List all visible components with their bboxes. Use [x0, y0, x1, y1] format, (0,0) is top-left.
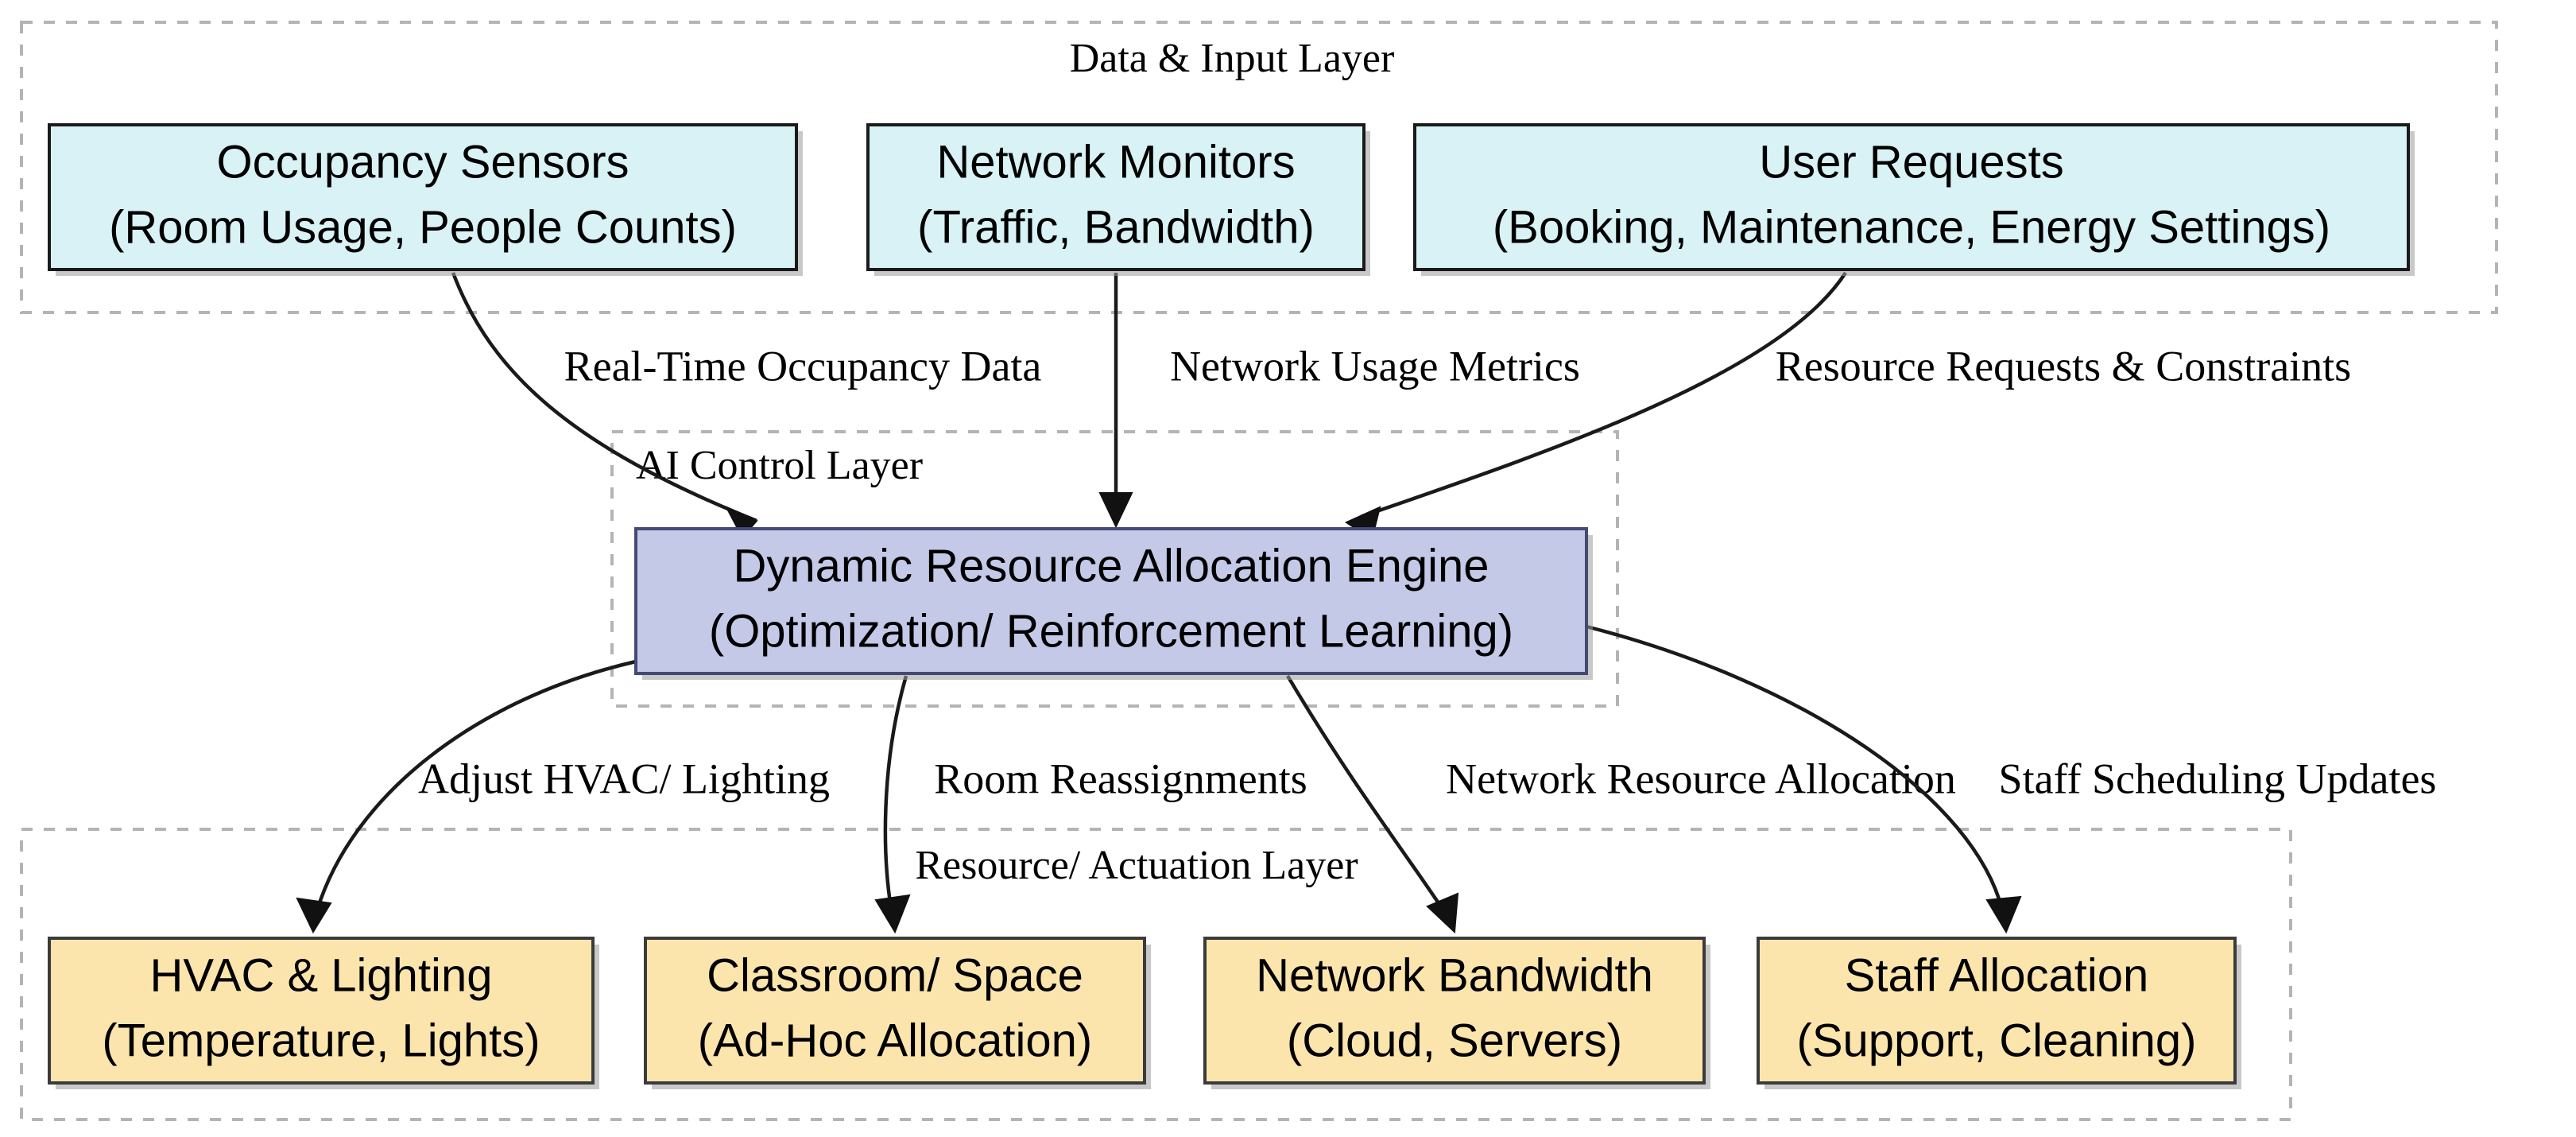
edge-network-monitors-to-engine: Network Usage Metrics [1098, 273, 1580, 529]
node-hvac-lighting-line1: HVAC & Lighting [150, 949, 493, 1001]
node-classroom-space-rect[interactable] [644, 937, 1146, 1085]
edge-user-requests-to-engine-path [1360, 271, 1847, 519]
edge-engine-to-classroom-arrowhead [874, 894, 911, 934]
edge-engine-to-staff-label: Staff Scheduling Updates [1999, 755, 2437, 802]
edges-group: Real-Time Occupancy Data Network Usage M… [296, 271, 2437, 934]
node-network-bandwidth-rect[interactable] [1203, 937, 1706, 1085]
edge-engine-to-hvac-arrowhead [296, 897, 332, 934]
node-occupancy-sensors-rect[interactable] [48, 123, 798, 271]
edge-engine-to-hvac-label: Adjust HVAC/ Lighting [418, 755, 830, 802]
node-network-bandwidth[interactable]: Network Bandwidth (Cloud, Servers) [1203, 937, 1710, 1089]
edge-engine-to-staff-arrowhead [1985, 895, 2022, 934]
node-occupancy-sensors-line1: Occupancy Sensors [216, 136, 629, 188]
edge-occupancy-to-engine-label: Real-Time Occupancy Data [564, 342, 1042, 390]
node-classroom-space[interactable]: Classroom/ Space (Ad-Hoc Allocation) [644, 937, 1151, 1089]
node-network-bandwidth-line1: Network Bandwidth [1256, 949, 1653, 1001]
cluster-resource-actuation-border [20, 828, 2292, 1121]
edge-occupancy-to-engine-path [451, 272, 757, 523]
node-staff-allocation-rect[interactable] [1757, 937, 2237, 1085]
node-dynamic-resource-allocation-engine[interactable]: Dynamic Resource Allocation Engine (Opti… [634, 527, 1593, 680]
edge-engine-to-hvac-path [314, 659, 637, 914]
cluster-ai-control-label: AI Control Layer [636, 443, 923, 488]
node-user-requests-line1: User Requests [1759, 136, 2064, 188]
edge-engine-to-network-bandwidth: Network Resource Allocation [1286, 674, 1956, 934]
node-engine-rect[interactable] [634, 527, 1588, 675]
node-staff-allocation-line2: (Support, Cleaning) [1797, 1015, 2197, 1066]
node-engine-line1: Dynamic Resource Allocation Engine [733, 540, 1489, 592]
node-network-monitors-rect[interactable] [866, 123, 1365, 271]
node-hvac-lighting[interactable]: HVAC & Lighting (Temperature, Lights) [48, 937, 599, 1089]
edge-user-requests-to-engine-label: Resource Requests & Constraints [1776, 342, 2351, 390]
node-user-requests[interactable]: User Requests (Booking, Maintenance, Ene… [1413, 123, 2415, 276]
edge-engine-to-staff: Staff Scheduling Updates [1586, 624, 2437, 934]
node-hvac-lighting-line2: (Temperature, Lights) [102, 1015, 540, 1066]
edge-engine-to-network-bandwidth-label: Network Resource Allocation [1446, 755, 1956, 802]
edge-engine-to-classroom-label: Room Reassignments [934, 755, 1307, 802]
node-engine-line2: (Optimization/ Reinforcement Learning) [709, 605, 1513, 657]
edge-engine-to-classroom-path [883, 675, 908, 914]
node-staff-allocation-line1: Staff Allocation [1845, 949, 2149, 1001]
node-occupancy-sensors-line2: (Room Usage, People Counts) [109, 201, 737, 253]
cluster-ai-control: AI Control Layer [610, 430, 1619, 708]
edge-engine-to-network-bandwidth-path [1286, 674, 1447, 914]
cluster-ai-control-border [610, 430, 1619, 708]
edge-user-requests-to-engine: Resource Requests & Constraints [1344, 271, 2351, 541]
node-user-requests-rect[interactable] [1413, 123, 2410, 271]
node-staff-allocation[interactable]: Staff Allocation (Support, Cleaning) [1757, 937, 2241, 1089]
cluster-resource-actuation: Resource/ Actuation Layer [20, 828, 2292, 1121]
node-user-requests-line2: (Booking, Maintenance, Energy Settings) [1493, 201, 2330, 253]
cluster-resource-actuation-label: Resource/ Actuation Layer [915, 843, 1358, 888]
node-hvac-lighting-rect[interactable] [48, 937, 595, 1085]
node-network-bandwidth-line2: (Cloud, Servers) [1287, 1015, 1622, 1066]
node-network-monitors-line1: Network Monitors [936, 136, 1295, 188]
edge-engine-to-hvac: Adjust HVAC/ Lighting [296, 659, 830, 934]
node-occupancy-sensors[interactable]: Occupancy Sensors (Room Usage, People Co… [48, 123, 803, 276]
edge-network-monitors-to-engine-label: Network Usage Metrics [1170, 342, 1580, 390]
cluster-data-input-label: Data & Input Layer [1070, 36, 1395, 81]
edge-network-monitors-to-engine-arrowhead [1098, 492, 1133, 529]
node-classroom-space-line2: (Ad-Hoc Allocation) [698, 1015, 1092, 1066]
node-network-monitors[interactable]: Network Monitors (Traffic, Bandwidth) [866, 123, 1370, 276]
node-network-monitors-line2: (Traffic, Bandwidth) [917, 201, 1315, 253]
cluster-data-input: Data & Input Layer [20, 21, 2498, 314]
node-classroom-space-line1: Classroom/ Space [707, 949, 1083, 1001]
edge-engine-to-staff-path [1586, 624, 2005, 914]
edge-engine-to-network-bandwidth-arrowhead [1426, 892, 1459, 934]
edge-engine-to-classroom: Room Reassignments [874, 675, 1307, 934]
edge-occupancy-to-engine: Real-Time Occupancy Data [451, 272, 1042, 539]
